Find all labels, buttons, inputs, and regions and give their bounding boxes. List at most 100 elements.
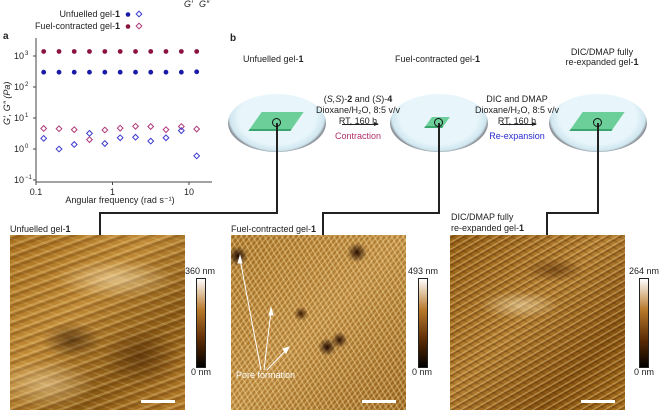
data-point-unfuelled-gprime (163, 69, 169, 75)
colorbar-contracted (418, 278, 428, 368)
data-point-unfuelled-gdouble (85, 129, 94, 137)
data-point-fuel-gprime (133, 49, 138, 54)
panel-a-label: a (3, 31, 9, 42)
legend-marker-unfuelled-gprime (125, 12, 131, 17)
colorbar-max: 360 nm (185, 266, 216, 276)
colorbar-min: 0 nm (191, 367, 212, 377)
connector-1 (276, 123, 278, 213)
y-tick-label: 10 (14, 51, 24, 61)
colorbar-max: 493 nm (408, 266, 439, 276)
colorbar-reexpanded (639, 278, 649, 368)
data-point-unfuelled-gdouble (147, 137, 155, 145)
legend-marker-fuel-gdouble (135, 22, 143, 30)
data-point-unfuelled-gdouble (116, 134, 124, 142)
scale-bar (362, 400, 396, 403)
data-point-unfuelled-gdouble (177, 127, 185, 135)
x-tick-label: 1 (110, 187, 115, 197)
y-tick-label: 10 (14, 113, 24, 123)
connector-2-v (322, 212, 324, 235)
data-point-fuel-gprime (194, 49, 200, 54)
afm-title-contracted: Fuel-contracted gel-1 (231, 224, 317, 234)
data-point-fuel-gdouble (40, 124, 48, 132)
data-point-unfuelled-gprime (178, 69, 184, 75)
data-point-fuel-gdouble (70, 126, 78, 134)
data-point-fuel-gdouble (116, 124, 124, 132)
connector-2-h (322, 212, 440, 214)
data-point-unfuelled-gprime (102, 69, 108, 75)
legend-marker-unfuelled-gdouble (135, 10, 143, 18)
data-point-fuel-gdouble (177, 123, 185, 131)
scale-bar (141, 400, 175, 403)
legend-markers (125, 10, 143, 30)
data-point-fuel-gprime (178, 49, 184, 54)
sample-point-icon (434, 118, 443, 127)
data-point-unfuelled-gdouble (131, 133, 140, 141)
y-tick-exponent: 0 (25, 144, 29, 150)
connector-3-v (546, 212, 548, 235)
data-point-fuel-gdouble (85, 136, 94, 144)
data-point-unfuelled-gdouble (70, 140, 78, 149)
y-tick-exponent: 3 (25, 51, 29, 57)
data-point-unfuelled-gprime (148, 69, 154, 75)
y-tick-label: 10 (14, 82, 24, 92)
arrow-reexpansion (500, 122, 537, 126)
data-point-fuel-gprime (163, 49, 169, 54)
data-point-fuel-gprime (148, 49, 154, 54)
reexpansion-label: Re-expansion (489, 131, 545, 141)
step-contraction-conditions: (S,S)-2 and (S)-4 Dioxane/H₂O, 8:5 v/v R… (315, 94, 401, 126)
data-point-unfuelled-gdouble (162, 134, 170, 142)
colorbar-max: 264 nm (629, 266, 660, 276)
data-point-unfuelled-gdouble (55, 145, 63, 153)
data-point-fuel-gdouble (55, 125, 63, 133)
x-tick-label: 0.1 (30, 187, 43, 197)
data-point-unfuelled-gdouble (40, 134, 48, 142)
data-point-unfuelled-gprime (56, 69, 62, 75)
connector-2 (438, 123, 440, 213)
connector-1-v (99, 212, 101, 235)
legend-fuel-label: Fuel-contracted gel-1 (34, 21, 120, 31)
data-point-unfuelled-gprime (71, 69, 77, 75)
arrow-contraction (342, 122, 379, 126)
data-point-fuel-gdouble (147, 123, 155, 131)
data-point-fuel-gprime (56, 49, 62, 54)
legend-marker-fuel-gprime (125, 24, 131, 29)
afm-image-unfuelled (10, 235, 185, 410)
pore-formation-label: Pore formation (236, 370, 296, 380)
x-tick-label: 10 (184, 187, 194, 197)
data-point-fuel-gprime (71, 49, 77, 54)
y-tick-exponent: 2 (25, 82, 29, 88)
data-point-fuel-gdouble (162, 126, 170, 134)
legend-gdouble-header: G″ (199, 0, 210, 9)
data-point-unfuelled-gprime (41, 69, 47, 75)
colorbar-unfuelled (196, 278, 206, 368)
contraction-label: Contraction (334, 131, 382, 141)
y-axis-label: G′, G″ (Pa) (2, 81, 12, 125)
x-axis-label: Angular frequency (rad s⁻¹) (65, 195, 175, 205)
stage-contracted-label: Fuel-contracted gel-1 (395, 54, 481, 64)
data-point-unfuelled-gdouble (193, 152, 201, 160)
colorbar-min: 0 nm (634, 367, 655, 377)
data-point-unfuelled-gprime (194, 69, 200, 75)
colorbar-min: 0 nm (412, 367, 433, 377)
connector-1-h (99, 212, 278, 214)
panel-b-label: b (230, 33, 237, 44)
data-point-unfuelled-gprime (117, 69, 123, 75)
legend-unfuelled-label: Unfuelled gel-1 (59, 9, 120, 19)
afm-image-reexpanded (450, 235, 625, 410)
connector-3-h (546, 212, 599, 214)
y-tick-label: 10 (14, 144, 24, 154)
data-point-fuel-gprime (87, 49, 92, 54)
afm-title-unfuelled: Unfuelled gel-1 (10, 224, 71, 234)
data-point-fuel-gprime (41, 49, 47, 54)
scale-bar (581, 400, 615, 403)
data-point-unfuelled-gdouble (101, 140, 109, 148)
pore-arrows (237, 254, 290, 371)
sample-point-icon (593, 118, 602, 127)
data-point-fuel-gprime (117, 49, 123, 54)
legend-gprime-header: G′ (184, 0, 193, 9)
y-tick-label: 10 (14, 175, 24, 185)
